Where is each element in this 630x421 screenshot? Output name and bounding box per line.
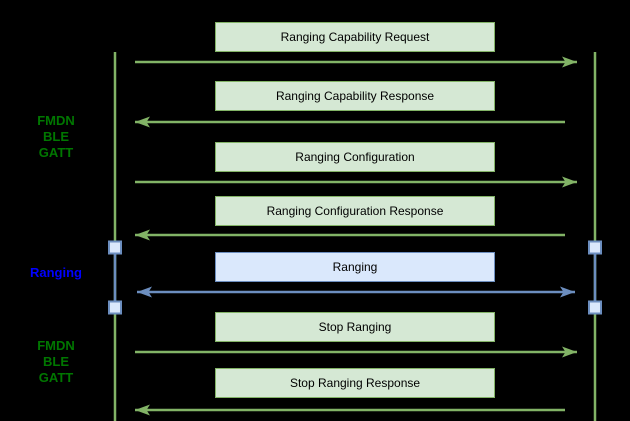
activation-endpoint-left-bottom [108,300,122,315]
activation-endpoint-right-top [588,240,602,255]
lane-label-fmdn-ble-gatt-top: FMDN BLE GATT [37,113,75,160]
message-box-ranging-configuration-response: Ranging Configuration Response [215,196,495,226]
message-box-ranging-capability-response: Ranging Capability Response [215,81,495,111]
activation-endpoint-right-bottom [588,300,602,315]
lane-label-ranging: Ranging [30,265,82,280]
message-box-ranging-capability-request: Ranging Capability Request [215,22,495,52]
activation-endpoint-left-top [108,240,122,255]
message-box-stop-ranging-response: Stop Ranging Response [215,368,495,398]
lane-label-fmdn-ble-gatt-bottom: FMDN BLE GATT [37,338,75,385]
message-box-stop-ranging: Stop Ranging [215,312,495,342]
message-box-ranging: Ranging [215,252,495,282]
message-box-ranging-configuration: Ranging Configuration [215,142,495,172]
